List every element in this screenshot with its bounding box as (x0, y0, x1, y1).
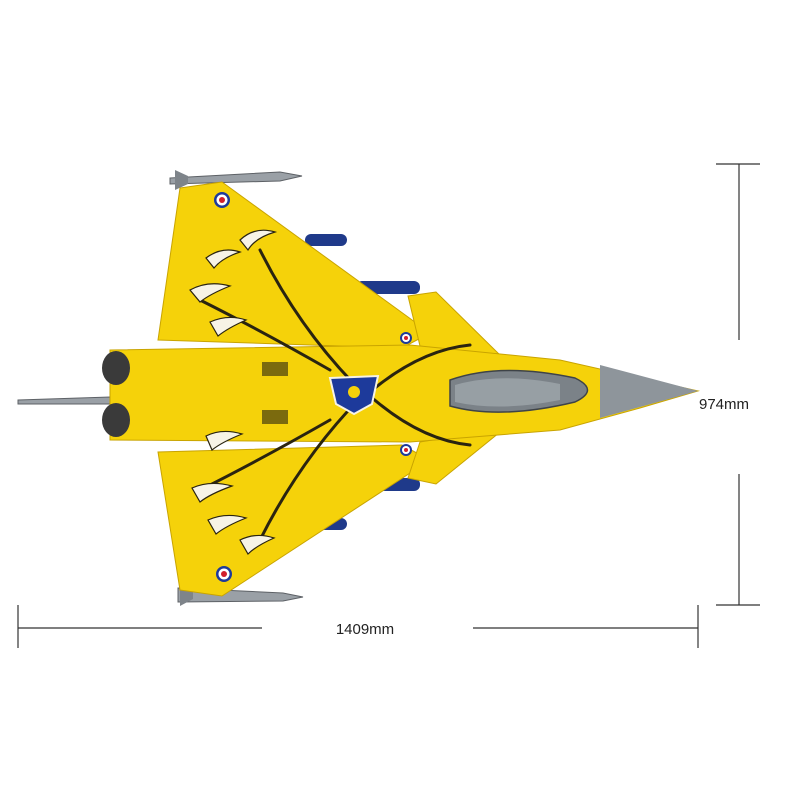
height-dimension-label: 974mm (699, 396, 750, 413)
roundel-bottom-wing (216, 566, 232, 582)
jet-airframe (102, 181, 700, 597)
width-dimension-label: 1409mm (335, 621, 395, 638)
claw-marks-lower (191, 430, 276, 555)
roundel-bottom-canard (400, 444, 412, 456)
claw-marks-upper (189, 229, 278, 337)
height-dimension (716, 163, 760, 606)
squadron-badge (328, 374, 380, 416)
tiger-stripes (198, 248, 472, 542)
wingtip-missile-top (169, 170, 303, 190)
intake-grilles (262, 362, 288, 424)
roundel-top-canard (400, 332, 412, 344)
width-dimension (17, 605, 699, 648)
tail-probe (17, 396, 113, 405)
roundel-top-wing (214, 192, 230, 208)
canopy (449, 369, 589, 413)
